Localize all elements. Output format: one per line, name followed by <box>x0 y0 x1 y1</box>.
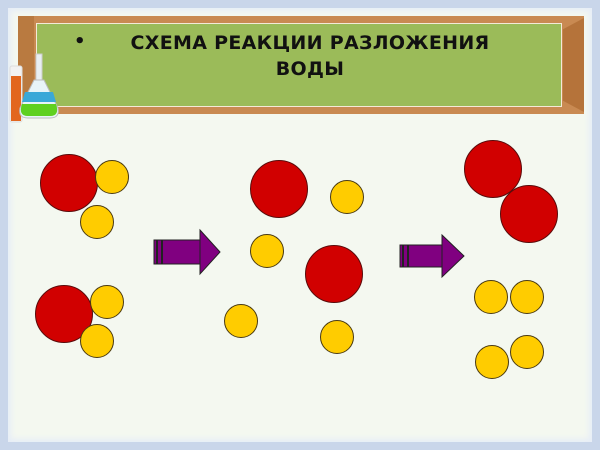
reaction-arrow-icon <box>153 228 221 276</box>
hydrogen-atom <box>224 304 258 338</box>
lab-flask-icon <box>9 53 59 123</box>
hydrogen-atom <box>95 160 129 194</box>
title-line-2: ВОДЫ <box>275 58 345 80</box>
oxygen-atom <box>40 154 98 212</box>
hydrogen-atom <box>250 234 284 268</box>
title-frame-right <box>563 18 584 112</box>
slide-title: СХЕМА РЕАКЦИИ РАЗЛОЖЕНИЯ ВОДЫ <box>60 30 560 82</box>
title-panel <box>36 23 562 107</box>
bullet: • <box>74 31 86 52</box>
hydrogen-atom <box>320 320 354 354</box>
oxygen-atom <box>500 185 558 243</box>
hydrogen-atom <box>80 324 114 358</box>
hydrogen-atom <box>90 285 124 319</box>
reaction-arrow-icon <box>399 233 465 279</box>
oxygen-atom <box>464 140 522 198</box>
title-line-1: СХЕМА РЕАКЦИИ РАЗЛОЖЕНИЯ <box>130 32 490 54</box>
hydrogen-atom <box>80 205 114 239</box>
hydrogen-atom <box>330 180 364 214</box>
hydrogen-atom <box>510 280 544 314</box>
oxygen-atom <box>305 245 363 303</box>
hydrogen-atom <box>475 345 509 379</box>
hydrogen-atom <box>474 280 508 314</box>
oxygen-atom <box>250 160 308 218</box>
hydrogen-atom <box>510 335 544 369</box>
